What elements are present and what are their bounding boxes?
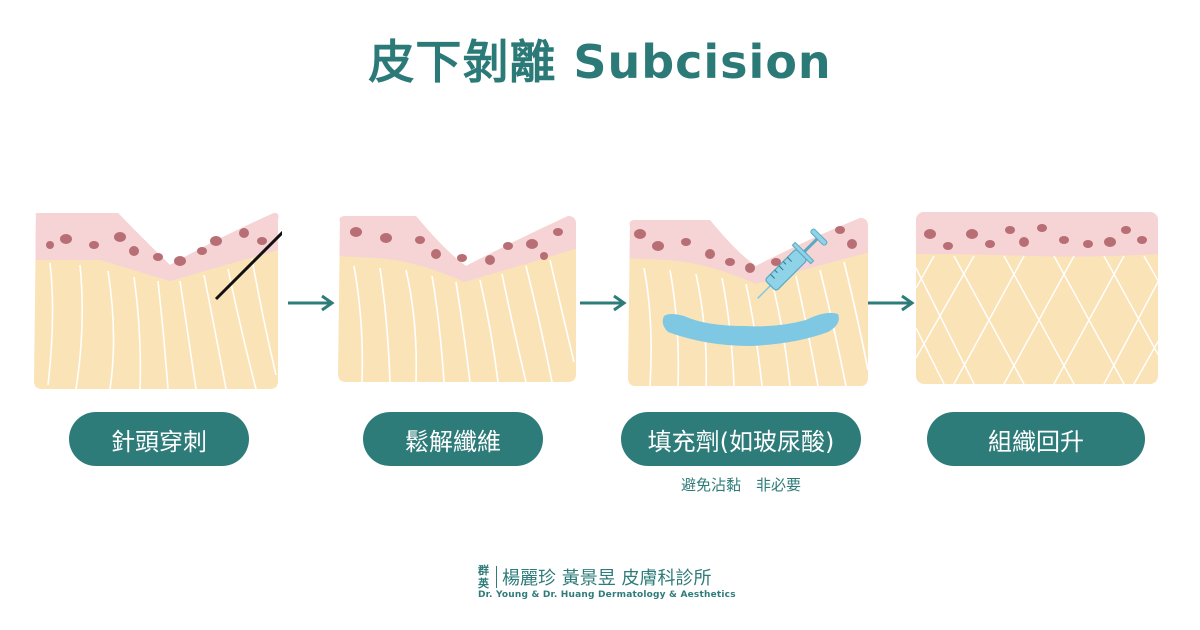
syringe-icon: [757, 228, 828, 299]
clinic-name-en: Dr. Young & Dr. Huang Dermatology & Aest…: [478, 590, 736, 600]
arrow-right-icon: [288, 294, 335, 312]
page-title: 皮下剝離 Subcision: [368, 35, 832, 89]
panel-needle-puncture: [34, 213, 282, 389]
arrow-right-icon: [868, 294, 915, 312]
step-label-release-fibers: 鬆解纖維: [363, 412, 543, 466]
step-label-tissue-lifted: 組織回升: [927, 412, 1145, 466]
filler-gel: [662, 312, 839, 346]
logo-mark: 群 英: [478, 564, 489, 590]
logo-divider: [496, 566, 497, 588]
needle-icon: [214, 230, 282, 301]
step-label-needle-puncture: 針頭穿刺: [69, 412, 249, 466]
arrow-right-icon: [580, 294, 627, 312]
clinic-logo: 群 英 楊麗珍 黃景昱 皮膚科診所 Dr. Young & Dr. Huang …: [470, 564, 740, 604]
panel-tissue-lifted: [916, 212, 1158, 384]
panel-release-fibers: [338, 216, 576, 382]
clinic-name-zh: 楊麗珍 黃景昱 皮膚科診所: [502, 568, 712, 589]
step-label-filler: 填充劑(如玻尿酸): [621, 412, 861, 466]
panel-filler-injection: [628, 218, 868, 386]
filler-note: 避免沾黏 非必要: [680, 476, 801, 494]
